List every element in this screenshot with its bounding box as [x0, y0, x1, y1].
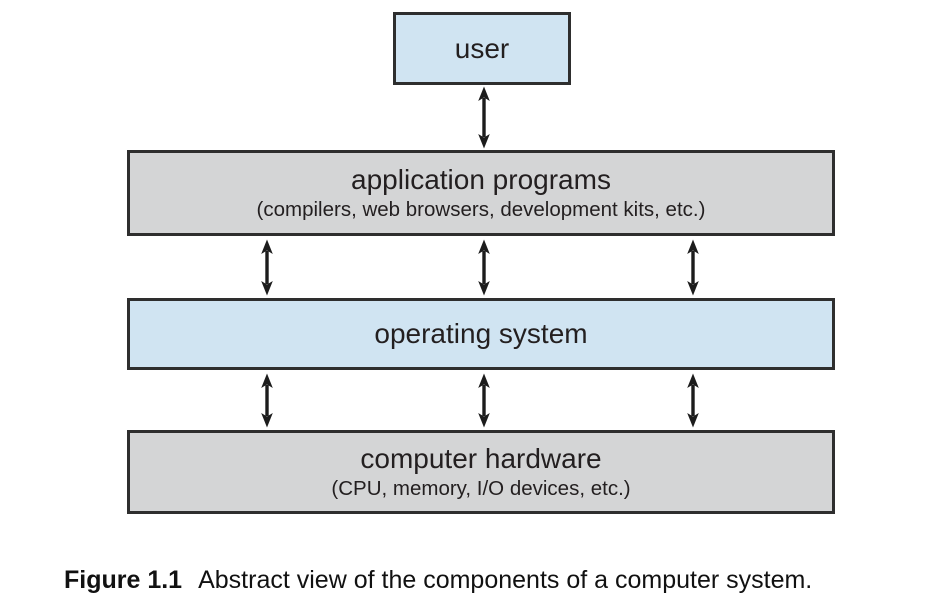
double-arrow-icon — [261, 239, 273, 296]
double-arrow-icon — [478, 373, 490, 428]
box-computer-hardware-sublabel: (CPU, memory, I/O devices, etc.) — [331, 476, 631, 500]
box-user-label: user — [454, 32, 510, 64]
box-computer-hardware: computer hardware (CPU, memory, I/O devi… — [127, 430, 835, 514]
box-application-programs-sublabel: (compilers, web browsers, development ki… — [256, 197, 706, 221]
double-arrow-icon — [687, 373, 699, 428]
figure-caption-text: Abstract view of the components of a com… — [198, 566, 813, 594]
box-application-programs: application programs (compilers, web bro… — [127, 150, 835, 236]
box-computer-hardware-label: computer hardware — [360, 442, 602, 474]
box-operating-system-label: operating system — [374, 318, 588, 350]
figure-caption-number: Figure 1.1 — [64, 566, 183, 594]
box-user: user — [393, 12, 571, 85]
figure-caption: Figure 1.1 Abstract view of the component… — [64, 566, 812, 595]
double-arrow-icon — [478, 86, 490, 149]
double-arrow-icon — [478, 239, 490, 296]
box-application-programs-label: application programs — [351, 163, 611, 195]
box-operating-system: operating system — [127, 298, 835, 370]
double-arrow-icon — [687, 239, 699, 296]
double-arrow-icon — [261, 373, 273, 428]
